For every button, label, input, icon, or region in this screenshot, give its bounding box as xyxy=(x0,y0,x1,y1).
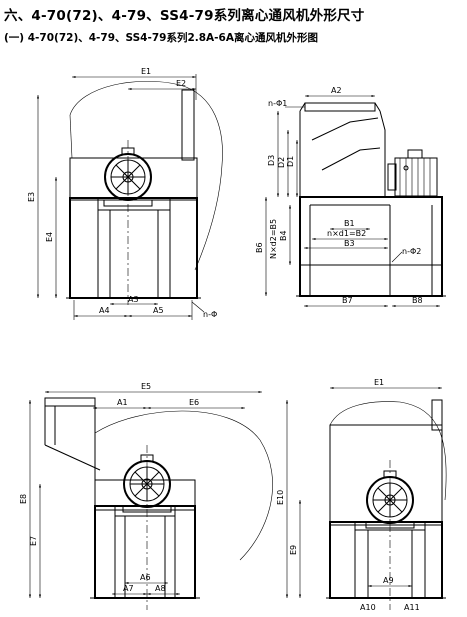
dim-b1: B1 xyxy=(344,219,355,228)
dim-b4: B4 xyxy=(279,230,288,241)
upper-casing xyxy=(69,157,198,201)
page-subtitle: (一) 4-70(72)、4-79、SS4-79系列2.8A-6A离心通风机外形… xyxy=(4,32,318,44)
dim-e10: E10 xyxy=(276,490,285,505)
label-n-phi: n-Φ xyxy=(203,310,217,319)
dim-d2: D2 xyxy=(277,157,286,168)
dim-e7: E7 xyxy=(29,536,38,546)
dim-a7: A7 xyxy=(123,584,134,593)
outlet-duct xyxy=(181,89,195,161)
outlet-duct-3 xyxy=(431,399,443,431)
dim-b3: B3 xyxy=(344,239,355,248)
view-front-top-left: E1 E2 E3 E4 A3 A4 A5 n-Φ xyxy=(27,67,223,320)
dim-nd1b2: n×d1=B2 xyxy=(327,229,366,238)
view-front-bottom-left: E5 A1 E6 E8 E7 A6 A7 A8 xyxy=(19,382,273,610)
volute-casing-2 xyxy=(94,410,273,561)
volute-casing xyxy=(69,80,223,271)
dim-b7: B7 xyxy=(342,296,353,305)
dim-a1: A1 xyxy=(117,398,128,407)
label-n-phi2: n-Φ2 xyxy=(402,247,421,256)
base-frame xyxy=(69,197,198,299)
dim-d1: D1 xyxy=(286,156,295,167)
dim-a3: A3 xyxy=(128,295,139,304)
side-motor xyxy=(387,149,438,197)
dim-e1: E1 xyxy=(141,67,151,76)
dim-a10: A10 xyxy=(360,603,376,612)
dim-e8: E8 xyxy=(19,494,28,504)
outlet-flange xyxy=(304,102,376,112)
dim-e2: E2 xyxy=(176,79,186,88)
dim-a9: A9 xyxy=(383,576,394,585)
dim-nd2b5: N×d2=B5 xyxy=(269,219,278,259)
dim-a11: A11 xyxy=(404,603,420,612)
dim-a4: A4 xyxy=(99,306,110,315)
dim-e6: E6 xyxy=(189,398,199,407)
dim-b6: B6 xyxy=(255,242,264,253)
view-side-top-right: A2 n-Φ1 D3 D2 D1 B1 n×d1=B2 B3 B6 N×d2=B… xyxy=(255,86,446,308)
dim-e9: E9 xyxy=(289,545,298,555)
casing-3 xyxy=(329,424,443,526)
dim-e3: E3 xyxy=(27,192,36,202)
dim-d3: D3 xyxy=(267,155,276,166)
dim-e1-bottom: E1 xyxy=(374,378,384,387)
volute-casing-3 xyxy=(329,401,447,501)
dim-a8: A8 xyxy=(155,584,166,593)
dim-a5: A5 xyxy=(153,306,164,315)
base-frame-2 xyxy=(94,505,196,599)
view-front-bottom-right: E1 E10 E9 A9 A10 A11 xyxy=(276,378,447,612)
dim-a6: A6 xyxy=(140,573,151,582)
label-n-phi1: n-Φ1 xyxy=(268,99,287,108)
dim-e5: E5 xyxy=(141,382,151,391)
dim-e4: E4 xyxy=(45,232,54,242)
dim-b8: B8 xyxy=(412,296,423,305)
page-title: 六、4-70(72)、4-79、SS4-79系列离心通风机外形尺寸 xyxy=(4,8,365,24)
dim-a2: A2 xyxy=(331,86,342,95)
